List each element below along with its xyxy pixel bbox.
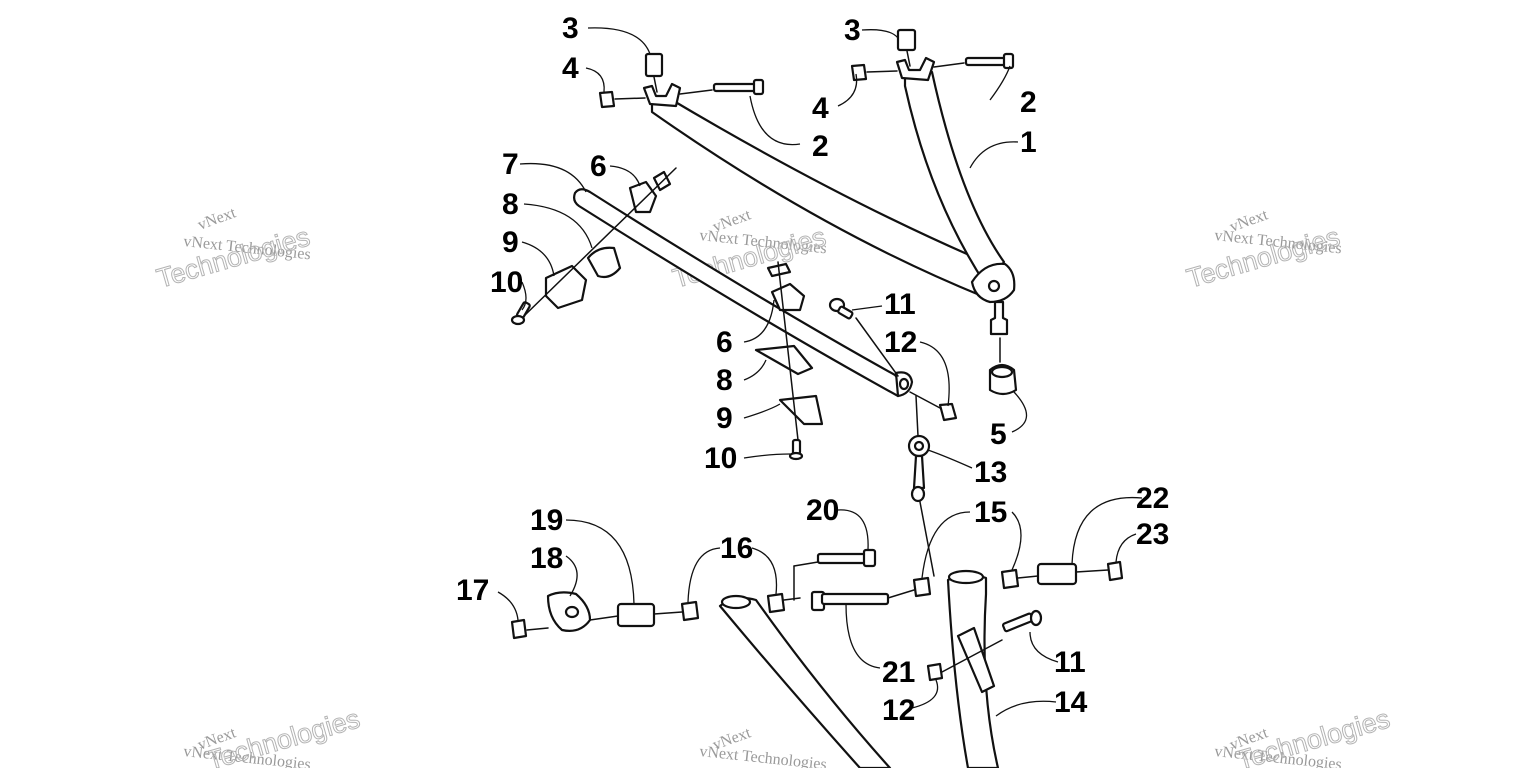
bracket-cap-lower bbox=[754, 344, 814, 376]
watermark-top-right: vNext vNext Technologies Technologies bbox=[1183, 206, 1344, 294]
callout-8-lower: 8 bbox=[716, 364, 733, 397]
callout-21: 21 bbox=[882, 656, 915, 689]
ball-joint-boot bbox=[988, 337, 1018, 396]
callout-12-lower: 12 bbox=[882, 694, 915, 727]
pivot-bushing-16a bbox=[680, 600, 700, 622]
watermark-top-center: vNext vNext Technologies Technologies bbox=[669, 206, 830, 294]
upper-bushing-left bbox=[644, 52, 664, 78]
pivot-bushing-16b bbox=[766, 592, 786, 614]
link-bolt-upper bbox=[828, 297, 854, 320]
link-nut-upper bbox=[938, 402, 958, 422]
callout-23: 23 bbox=[1136, 518, 1169, 551]
callout-9-lower: 9 bbox=[716, 402, 733, 435]
spacer-22 bbox=[1036, 562, 1078, 586]
bushing-lower bbox=[770, 282, 806, 312]
callout-20: 20 bbox=[806, 494, 839, 527]
callout-8-upper: 8 bbox=[502, 188, 519, 221]
callout-2-left: 2 bbox=[812, 130, 829, 163]
spacer-19 bbox=[616, 602, 656, 628]
svg-text:vNext: vNext bbox=[196, 204, 239, 234]
callout-3-right: 3 bbox=[844, 14, 861, 47]
bracket-bolt-upper bbox=[510, 301, 531, 326]
watermark-bottom-left: vNext vNext Technologies Technologies bbox=[183, 703, 364, 768]
bracket-upper bbox=[544, 264, 588, 310]
lower-a-arm bbox=[718, 569, 1000, 768]
callout-14: 14 bbox=[1054, 686, 1088, 719]
bolt-20 bbox=[816, 548, 877, 568]
callout-17: 17 bbox=[456, 574, 489, 607]
watermark-top-left: vNext vNext Technologies Technologies bbox=[153, 204, 314, 294]
callout-10-upper: 10 bbox=[490, 266, 523, 299]
lower-bracket-18 bbox=[546, 591, 592, 632]
bushing-upper bbox=[628, 180, 658, 214]
callout-5: 5 bbox=[990, 418, 1007, 451]
watermark-bottom-center: vNext vNext Technologies bbox=[699, 724, 828, 768]
callout-16: 16 bbox=[720, 532, 753, 565]
svg-text:vNext Technologies: vNext Technologies bbox=[699, 743, 828, 768]
bracket-bolt-lower bbox=[788, 438, 804, 461]
callout-4-left: 4 bbox=[562, 52, 579, 85]
lower-nut-23 bbox=[1106, 560, 1124, 582]
upper-nut-right bbox=[850, 63, 868, 82]
bolt-21 bbox=[810, 590, 890, 612]
callout-19: 19 bbox=[530, 504, 563, 537]
lower-nut-17 bbox=[510, 618, 528, 640]
callout-12-upper: 12 bbox=[884, 326, 917, 359]
stabilizer-bar bbox=[573, 188, 914, 398]
callout-6-upper: 6 bbox=[590, 150, 607, 183]
callout-2-right: 2 bbox=[1020, 86, 1037, 119]
stabilizer-link bbox=[907, 434, 931, 503]
callout-9-upper: 9 bbox=[502, 226, 519, 259]
callout-7: 7 bbox=[502, 148, 519, 181]
callout-11-lower: 11 bbox=[1054, 646, 1086, 679]
pivot-bushing-15b bbox=[1000, 568, 1020, 590]
callout-1: 1 bbox=[1020, 126, 1037, 159]
callout-10-lower: 10 bbox=[704, 442, 737, 475]
callout-15: 15 bbox=[974, 496, 1007, 529]
upper-nut-left bbox=[598, 90, 616, 109]
upper-bolt-right bbox=[964, 52, 1015, 70]
bracket-cap-upper bbox=[586, 246, 622, 279]
upper-a-arm bbox=[642, 56, 1016, 336]
link-nut-lower bbox=[926, 662, 944, 682]
bracket-lower bbox=[778, 394, 824, 426]
callout-4-right: 4 bbox=[812, 92, 829, 125]
leader-lines bbox=[497, 27, 1143, 717]
callout-22: 22 bbox=[1136, 482, 1169, 515]
callout-3-left: 3 bbox=[562, 12, 579, 45]
callout-18: 18 bbox=[530, 542, 563, 575]
upper-bushing-right bbox=[896, 28, 917, 52]
callout-13: 13 bbox=[974, 456, 1007, 489]
upper-bolt-left bbox=[712, 78, 765, 96]
link-bolt-lower bbox=[1002, 609, 1043, 633]
callout-11-upper: 11 bbox=[884, 288, 916, 321]
watermark-bottom-right: vNext vNext Technologies Technologies bbox=[1214, 703, 1394, 768]
pivot-bushing-15a bbox=[912, 576, 932, 598]
callout-6-lower: 6 bbox=[716, 326, 733, 359]
